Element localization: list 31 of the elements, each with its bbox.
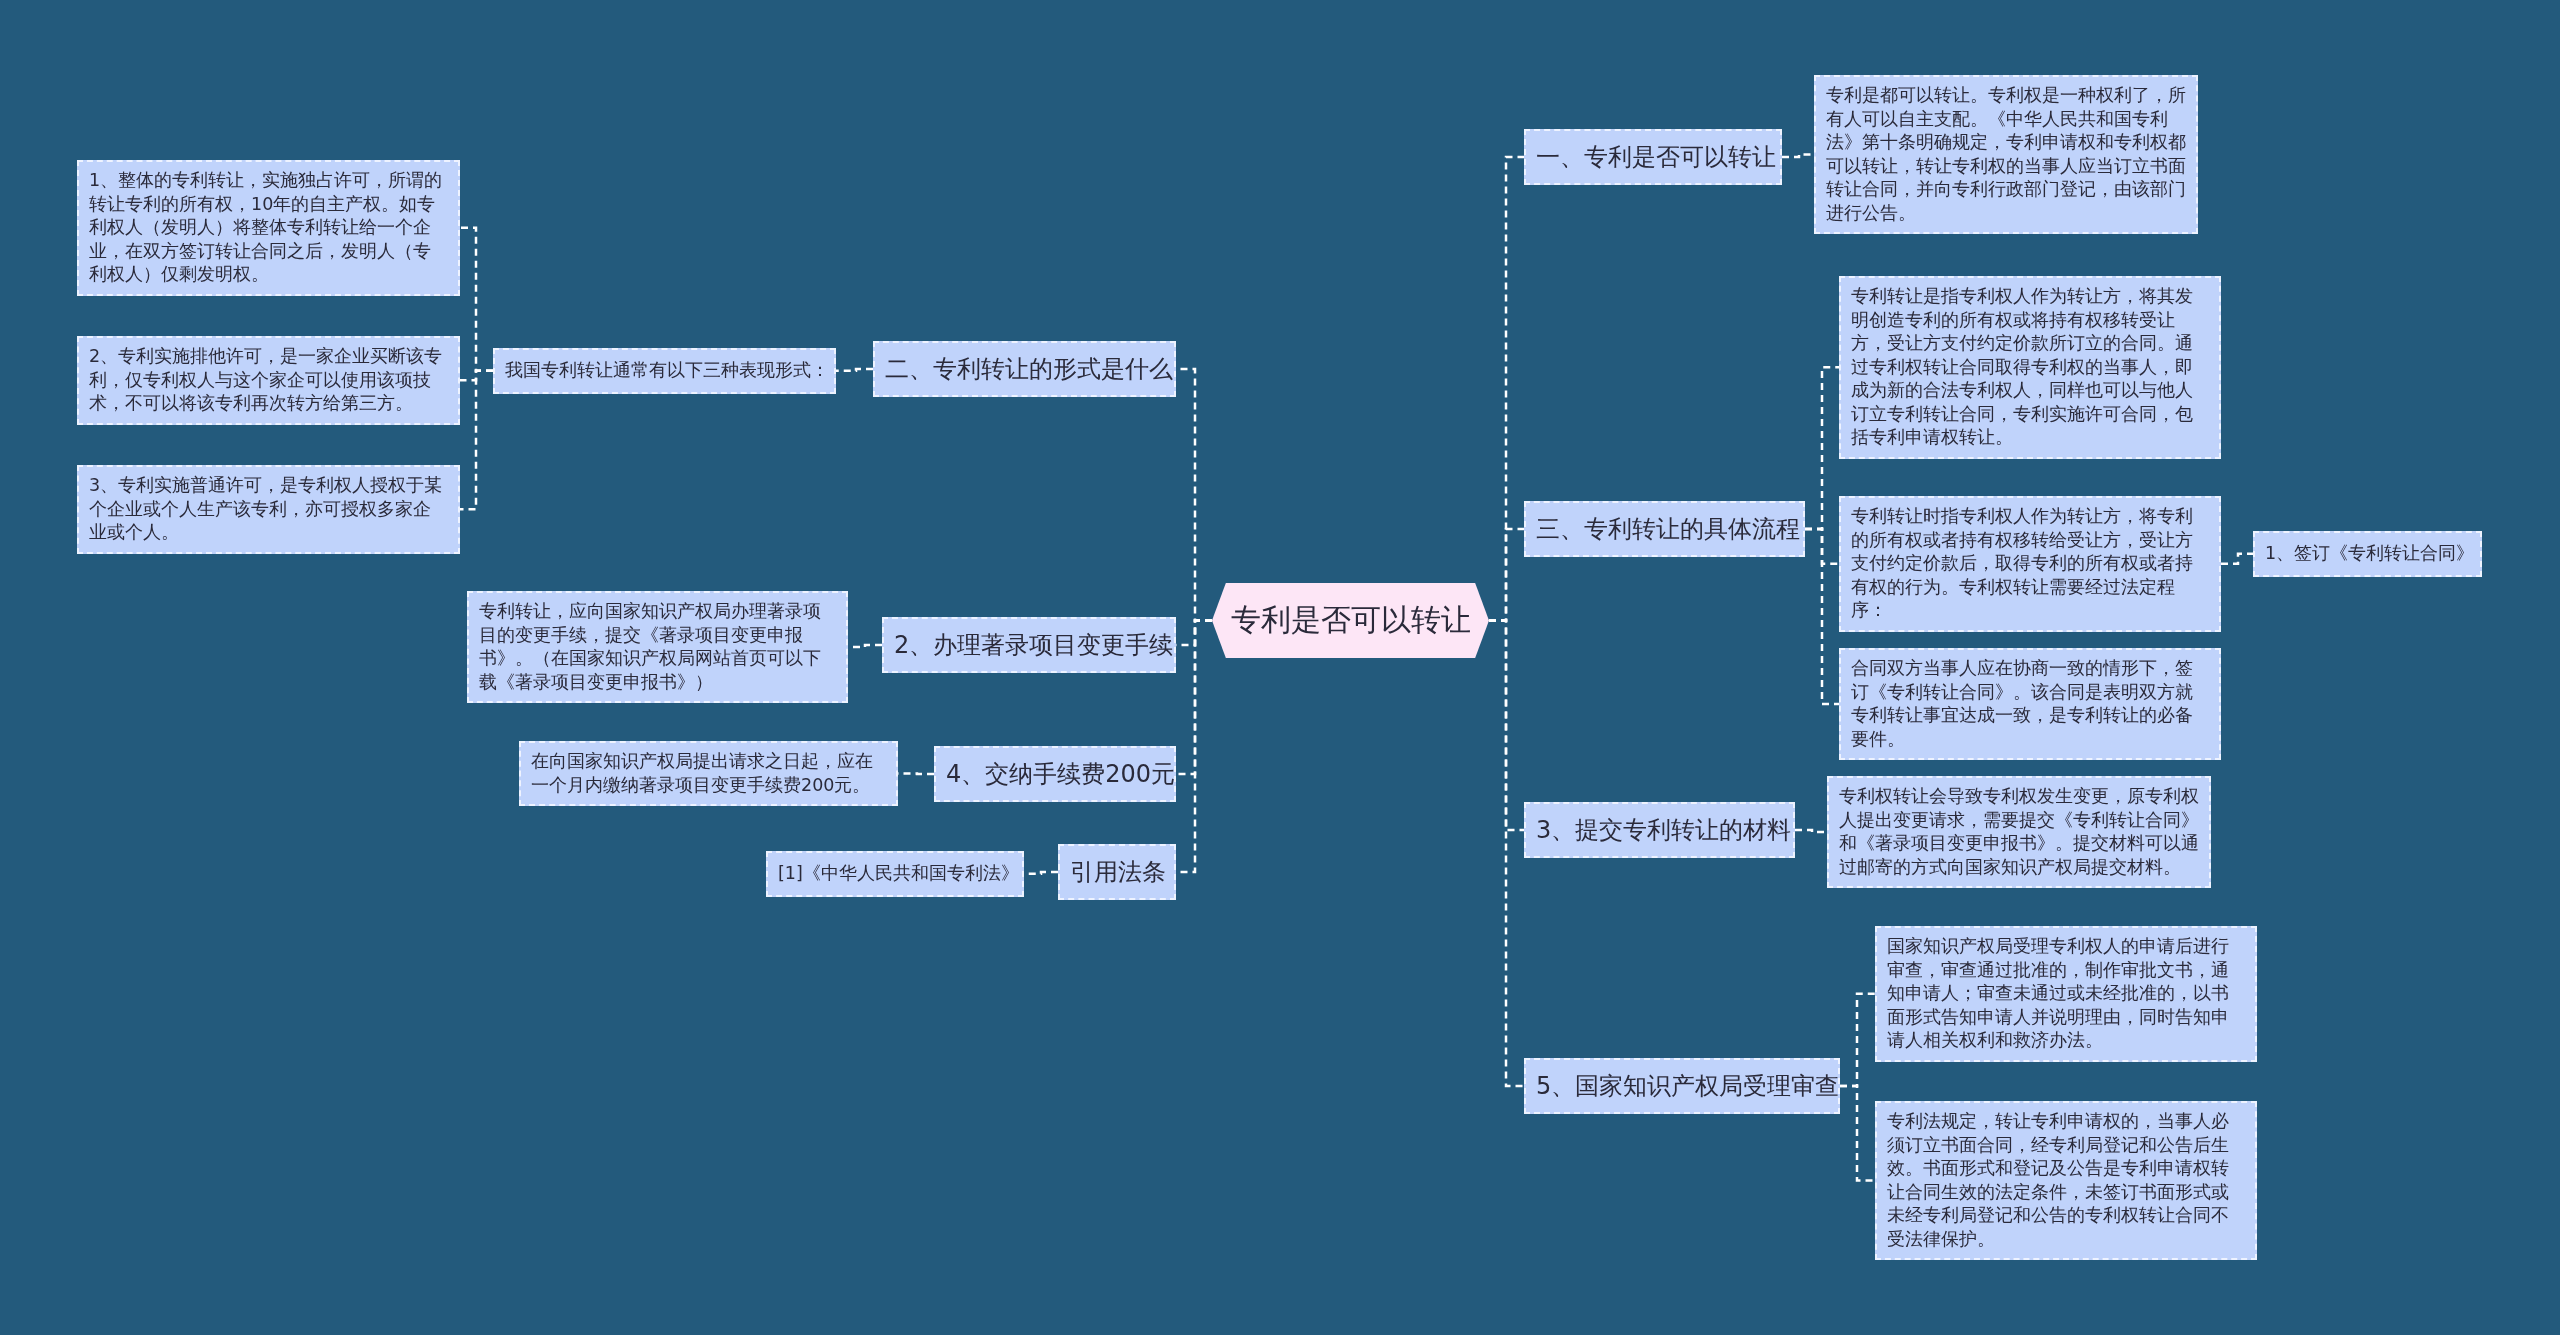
topic-box: 3、提交专利转让的材料 bbox=[1524, 802, 1795, 858]
connector bbox=[460, 369, 493, 511]
topic-box: 二、专利转让的形式是什么 bbox=[873, 341, 1176, 397]
connector bbox=[836, 367, 873, 372]
connector bbox=[1805, 527, 1839, 706]
connector bbox=[1795, 828, 1827, 834]
topic-box: 4、交纳手续费200元 bbox=[934, 746, 1176, 802]
text-box: 专利权转让会导致专利权发生变更，原专利权人提出变更请求，需要提交《专利转让合同》和《著录项目变更申报书》。提交材料可以通过邮寄的方式向国家知识产权局提交材料。 bbox=[1827, 776, 2211, 888]
text-box: 在向国家知识产权局提出请求之日起，应在一个月内缴纳著录项目变更手续费200元。 bbox=[519, 741, 898, 806]
connector bbox=[1782, 153, 1814, 159]
text-box: 专利转让，应向国家知识产权局办理著录项目的变更手续，提交《著录项目变更申报书》。（在国家知识产权局网站首页可以下载《著录项目变更申报书》） bbox=[467, 591, 848, 703]
topic-box: 三、专利转让的具体流程 bbox=[1524, 501, 1805, 557]
text-box: 我国专利转让通常有以下三种表现形式： bbox=[493, 348, 836, 394]
connector bbox=[2221, 552, 2253, 565]
text-box: 专利是都可以转让。专利权是一种权利了，所有人可以自主支配。《中华人民共和国专利法》第十条明确规定，专利申请权和专利权都可以转让，转让专利权的当事人应当订立书面转让合同，并向专利行政部门登记，由该部门进行公告。 bbox=[1814, 75, 2198, 234]
text-box: 国家知识产权局受理专利权人的申请后进行审查，审查通过批准的，制作审批文书，通知申请人；审查未通过或未经批准的，以书面形式告知申请人并说明理由，同时告知申请人相关权利和救济办法。 bbox=[1875, 926, 2257, 1062]
text-box: 1、签订《专利转让合同》 bbox=[2253, 531, 2482, 577]
topic-box: 一、专利是否可以转让 bbox=[1524, 129, 1782, 185]
connector bbox=[1840, 1084, 1875, 1182]
text-box: 专利转让是指专利权人作为转让方，将其发明创造专利的所有权或将持有权移转受让方，受让方支付约定价款所订立的合同。通过专利权转让合同取得专利权的当事人，即成为新的合法专利权人，同样也可以与他人订立专利转让合同，专利实施许可合同，包括专利申请权转让。 bbox=[1839, 276, 2221, 459]
topic-box: 2、办理著录项目变更手续 bbox=[882, 617, 1176, 673]
text-box: 专利法规定，转让专利申请权的，当事人必须订立书面合同，经专利局登记和公告后生效。书面形式和登记及公告是专利申请权转让合同生效的法定条件，未签订书面形式或未经专利局登记和公告的专利权转让合同不受法律保护。 bbox=[1875, 1101, 2257, 1260]
topic-box: 5、国家知识产权局受理审查 bbox=[1524, 1058, 1840, 1114]
text-box: 专利转让时指专利权人作为转让方，将专利的所有权或者持有权移转给受让方，受让方支付约定价款后，取得专利的所有权或者持有权的行为。专利权转让需要经过法定程序： bbox=[1839, 496, 2221, 632]
topic-box: 引用法条 bbox=[1058, 844, 1176, 900]
central-topic: 专利是否可以转让 bbox=[1212, 583, 1489, 658]
text-box: 合同双方当事人应在协商一致的情形下，签订《专利转让合同》。该合同是表明双方就专利转让事宜达成一致，是专利转让的必备要件。 bbox=[1839, 648, 2221, 760]
text-box: [1]《中华人民共和国专利法》 bbox=[766, 851, 1024, 897]
text-box: 3、专利实施普通许可，是专利权人授权于某个企业或个人生产该专利，亦可授权多家企业或个人。 bbox=[77, 465, 460, 554]
text-box: 1、整体的专利转让，实施独占许可，所谓的转让专利的所有权，10年的自主产权。如专利权人（发明人）将整体专利转让给一个企业，在双方签订转让合同之后，发明人（专利权人）仅剩发明权。 bbox=[77, 160, 460, 296]
text-box: 2、专利实施排他许可，是一家企业买断该专利，仅专利权人与这个家企可以使用该项技术，不可以将该专利再次转方给第三方。 bbox=[77, 336, 460, 425]
